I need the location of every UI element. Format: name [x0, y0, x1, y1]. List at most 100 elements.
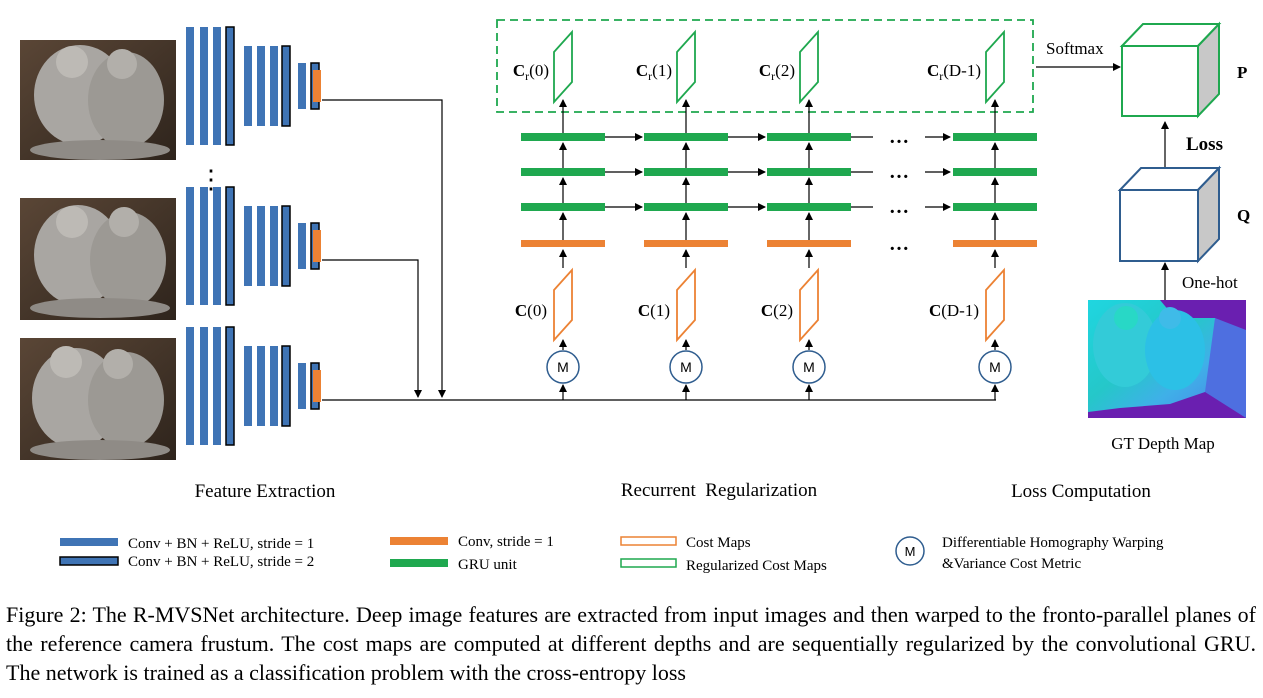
conv-output-layer — [313, 230, 321, 262]
input-image-2 — [20, 198, 176, 320]
cost-map-label: C(2) — [761, 301, 793, 320]
ellipsis: … — [889, 233, 909, 255]
legend-stride1: Conv + BN + ReLU, stride = 1 — [128, 536, 314, 552]
homography-warp-icon — [978, 350, 1012, 384]
conv-bn-relu-stride2-layer — [281, 45, 291, 127]
feature-stack-3 — [186, 326, 321, 446]
conv-bn-relu-stride1-layer — [244, 346, 252, 426]
gru-unit — [953, 168, 1037, 176]
ellipsis: … — [889, 126, 909, 148]
homography-warp-icon — [546, 350, 580, 384]
depth-column-2: M Cr(2) C(2) — [759, 29, 851, 400]
legend-swatch-gru — [390, 559, 448, 567]
depth-column-3: M Cr(D-1) C(D-1) — [927, 29, 1037, 400]
q-label: Q — [1237, 206, 1250, 225]
warp-icon-symbol: M — [680, 359, 692, 375]
ground-truth-volume-q — [1117, 165, 1222, 264]
gru-unit — [644, 168, 728, 176]
gru-unit — [767, 133, 851, 141]
regularized-cost-map-label: Cr(2) — [759, 61, 795, 83]
gru-unit — [521, 203, 605, 211]
section-recurrent-regularization: Recurrent Regularization — [621, 480, 818, 501]
section-loss-computation: Loss Computation — [1011, 481, 1151, 502]
conv-bn-relu-stride2-layer — [281, 205, 291, 287]
legend-swatch-stride2 — [59, 556, 119, 566]
regularized-cost-map — [553, 29, 573, 105]
conv-bn-relu-stride2-layer — [225, 326, 235, 446]
legend-conv: Conv, stride = 1 — [458, 534, 554, 550]
regularized-maps-box — [496, 19, 1034, 113]
cost-map-label: C(1) — [638, 301, 670, 320]
regularized-cost-map — [676, 29, 696, 105]
warp-icon-symbol: M — [989, 359, 1001, 375]
conv-bn-relu-stride1-layer — [213, 27, 221, 145]
conv-bn-relu-stride1-layer — [298, 363, 306, 409]
section-feature-extraction: Feature Extraction — [195, 481, 336, 502]
homography-warp-icon — [792, 350, 826, 384]
recurrent-arrows — [605, 133, 951, 211]
conv-bn-relu-stride1-layer — [298, 63, 306, 109]
legend-warp-line1: Differentiable Homography Warping — [942, 535, 1164, 551]
input-image-3 — [20, 338, 176, 460]
conv-unit — [767, 240, 851, 247]
regularization-columns: MCr(0)C(0)MCr(1)C(1)MCr(2)C(2)MCr(D-1)C(… — [513, 29, 1037, 400]
conv-unit — [953, 240, 1037, 247]
conv-bn-relu-stride1-layer — [186, 327, 194, 445]
legend-swatch-stride1 — [60, 538, 118, 546]
conv-bn-relu-stride1-layer — [257, 206, 265, 286]
homography-warp-icon — [669, 350, 703, 384]
softmax-arrow: Softmax — [1036, 39, 1121, 71]
gru-unit — [767, 203, 851, 211]
input-images — [20, 40, 176, 460]
legend-warp-icon — [895, 536, 925, 566]
gt-depth-map-image — [1088, 300, 1246, 424]
legend-regularized-cost-maps: Regularized Cost Maps — [686, 558, 827, 574]
gt-depth-map-label: GT Depth Map — [1111, 434, 1215, 453]
probability-volume-p — [1119, 21, 1222, 119]
feature-stack-1 — [186, 26, 321, 146]
cost-map-label: C(D-1) — [929, 301, 979, 320]
warp-icon-symbol: M — [803, 359, 815, 375]
conv-output-layer — [313, 370, 321, 402]
cost-map — [985, 267, 1005, 343]
cost-map — [553, 267, 573, 343]
conv-bn-relu-stride1-layer — [186, 27, 194, 145]
loss-label: Loss — [1186, 134, 1223, 155]
conv-bn-relu-stride1-layer — [213, 187, 221, 305]
vertical-ellipsis: ⋮ — [198, 165, 224, 194]
ellipsis: … — [889, 196, 909, 218]
conv-bn-relu-stride2-layer — [225, 26, 235, 146]
conv-bn-relu-stride1-layer — [186, 187, 194, 305]
conv-unit — [644, 240, 728, 247]
legend-cost-maps: Cost Maps — [686, 535, 751, 551]
conv-unit — [521, 240, 605, 247]
ellipsis-marks: … … … … — [889, 126, 909, 255]
conv-bn-relu-stride1-layer — [200, 187, 208, 305]
gru-unit — [644, 203, 728, 211]
p-label: P — [1237, 63, 1247, 82]
one-hot-label: One-hot — [1182, 273, 1238, 292]
cost-map — [676, 267, 696, 343]
r-mvsnet-architecture-diagram: ⋮ MCr(0)C(0)MCr(1)C(1)MCr(2)C(2)MCr(D-1)… — [20, 19, 1250, 574]
regularized-cost-map-label: Cr(1) — [636, 61, 672, 83]
conv-bn-relu-stride2-layer — [225, 186, 235, 306]
conv-bn-relu-stride1-layer — [244, 46, 252, 126]
depth-column-1: M Cr(1) C(1) — [636, 29, 728, 400]
ellipsis: … — [889, 161, 909, 183]
legend-swatch-cost-maps — [620, 536, 677, 546]
depth-column-0: MCr(0)C(0) — [513, 29, 605, 400]
regularized-cost-map — [985, 29, 1005, 105]
conv-bn-relu-stride1-layer — [200, 327, 208, 445]
cost-map-label: C(0) — [515, 301, 547, 320]
regularized-cost-map-label: Cr(D-1) — [927, 61, 981, 83]
legend: Conv + BN + ReLU, stride = 1 Conv + BN +… — [59, 534, 1164, 574]
conv-bn-relu-stride1-layer — [270, 346, 278, 426]
input-image-1 — [20, 40, 176, 160]
conv-bn-relu-stride2-layer — [281, 345, 291, 427]
regularized-cost-map-label: Cr(0) — [513, 61, 549, 83]
gru-unit — [644, 133, 728, 141]
feature-connection-lines — [322, 99, 996, 401]
legend-stride2: Conv + BN + ReLU, stride = 2 — [128, 554, 314, 570]
conv-bn-relu-stride1-layer — [270, 206, 278, 286]
legend-swatch-regularized-cost-maps — [620, 558, 677, 568]
